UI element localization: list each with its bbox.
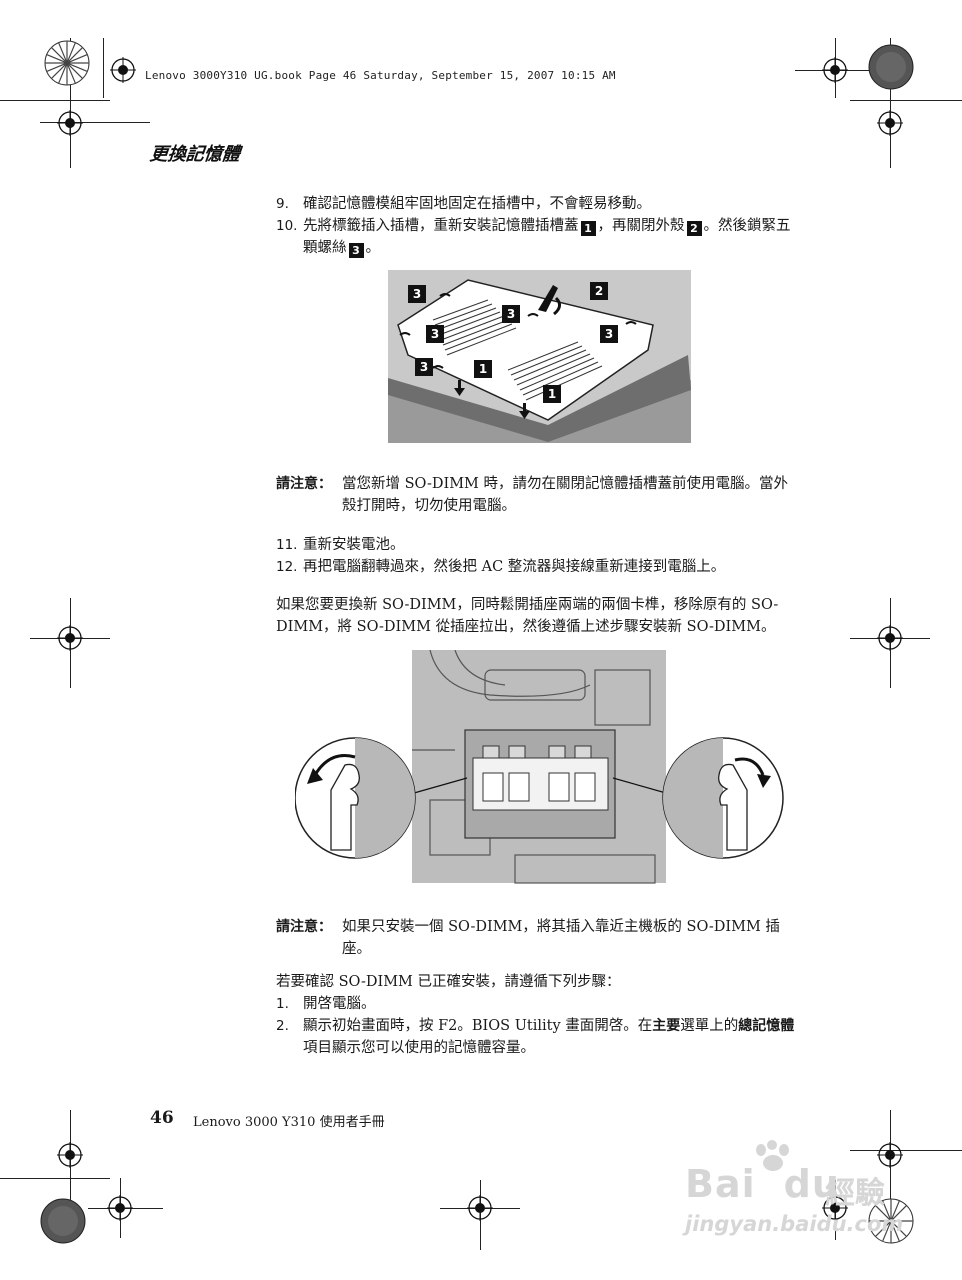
callout-badge: 1 bbox=[474, 360, 492, 378]
menu-name: 主要 bbox=[652, 1018, 681, 1034]
registration-mark-icon bbox=[467, 1195, 493, 1221]
callout-badge: 2 bbox=[590, 282, 608, 300]
watermark-url: jingyan.baidu.com bbox=[685, 1212, 904, 1236]
section-title: 更換記憶體 bbox=[148, 144, 241, 165]
paw-logo-icon bbox=[756, 1140, 789, 1171]
laptop-bottom-drawing bbox=[388, 270, 691, 443]
watermark-brand: Bai bbox=[685, 1162, 756, 1206]
step-number: 12. bbox=[276, 559, 298, 575]
registration-mark-icon bbox=[57, 110, 83, 136]
note-text: 當您新增 SO-DIMM 時，請勿在關閉記憶體插槽蓋前使用電腦。當外殼打開時，切… bbox=[342, 476, 789, 514]
step-number: 11. bbox=[276, 537, 298, 553]
registration-mark-icon bbox=[110, 57, 136, 83]
callout-badge: 2 bbox=[686, 221, 702, 236]
note-2: 請注意： 如果只安裝一個 SO-DIMM，將其插入靠近主機板的 SO-DIMM … bbox=[276, 916, 796, 960]
callout-badge: 3 bbox=[408, 285, 426, 303]
paragraph-replace-sodimm: 如果您要更換新 SO-DIMM，同時鬆開插座兩端的兩個卡榫，移除原有的 SO-D… bbox=[276, 597, 779, 635]
callout-badge: 3 bbox=[600, 325, 618, 343]
page-number: 46 bbox=[150, 1108, 174, 1128]
step-text: 再把電腦翻轉過來，然後把 AC 整流器與接線重新連接到電腦上。 bbox=[303, 559, 726, 575]
registration-mark-icon bbox=[877, 110, 903, 136]
step-text: 確認記憶體模組牢固地固定在插槽中，不會輕易移動。 bbox=[303, 196, 651, 212]
memory-cover-illustration: 3 2 3 3 3 3 1 1 bbox=[388, 270, 691, 443]
step-2: 2. 顯示初始畫面時，按 F2。BIOS Utility 畫面開啓。在主要選單上… bbox=[276, 1015, 796, 1059]
registration-mark-icon bbox=[822, 57, 848, 83]
step-9: 9. 確認記憶體模組牢固地固定在插槽中，不會輕易移動。 bbox=[276, 193, 796, 215]
note-1: 請注意： 當您新增 SO-DIMM 時，請勿在關閉記憶體插槽蓋前使用電腦。當外殼… bbox=[276, 473, 796, 517]
callout-badge: 1 bbox=[580, 221, 596, 236]
print-header: Lenovo 3000Y310 UG.book Page 46 Saturday… bbox=[145, 69, 616, 82]
sodimm-drawing bbox=[294, 649, 784, 884]
registration-mark-icon bbox=[877, 625, 903, 651]
step-number: 10. bbox=[276, 218, 298, 234]
registration-mark-icon bbox=[107, 1195, 133, 1221]
step-number: 9. bbox=[276, 196, 289, 212]
footer-title: Lenovo 3000 Y310 使用者手冊 bbox=[193, 1115, 385, 1130]
registration-mark-icon bbox=[57, 625, 83, 651]
registration-mark-icon bbox=[57, 1142, 83, 1168]
note-text: 如果只安裝一個 SO-DIMM，將其插入靠近主機板的 SO-DIMM 插座。 bbox=[342, 919, 780, 957]
watermark-brand-du: du bbox=[783, 1162, 840, 1206]
callout-badge: 3 bbox=[502, 305, 520, 323]
callout-badge: 3 bbox=[426, 325, 444, 343]
starburst-target-icon bbox=[44, 40, 90, 86]
note-label: 請注意： bbox=[276, 476, 332, 492]
registration-mark-icon bbox=[877, 1142, 903, 1168]
step-number: 1. bbox=[276, 996, 289, 1012]
callout-badge: 3 bbox=[415, 358, 433, 376]
starburst-target-icon bbox=[868, 1198, 914, 1244]
step-text: 開啓電腦。 bbox=[303, 996, 376, 1012]
note-label: 請注意： bbox=[276, 919, 332, 935]
solid-target-icon bbox=[40, 1198, 86, 1244]
solid-target-icon bbox=[868, 44, 914, 90]
callout-badge: 1 bbox=[543, 385, 561, 403]
watermark-cn: 經驗 bbox=[825, 1176, 885, 1211]
step-text: 重新安裝電池。 bbox=[303, 537, 405, 553]
menu-item-name: 總記憶體 bbox=[738, 1018, 795, 1034]
step-text: 顯示初始畫面時，按 F2。BIOS Utility 畫面開啓。在主要選單上的總記… bbox=[303, 1018, 795, 1056]
callout-badge: 3 bbox=[348, 243, 364, 258]
paragraph-verify: 若要確認 SO-DIMM 已正確安裝，請遵循下列步驟： bbox=[276, 974, 621, 990]
step-number: 2. bbox=[276, 1018, 289, 1034]
step-12: 12. 再把電腦翻轉過來，然後把 AC 整流器與接線重新連接到電腦上。 bbox=[276, 556, 796, 578]
registration-mark-icon bbox=[822, 1195, 848, 1221]
step-1: 1. 開啓電腦。 bbox=[276, 993, 796, 1015]
sodimm-latch-illustration bbox=[294, 649, 785, 885]
step-11: 11. 重新安裝電池。 bbox=[276, 534, 796, 556]
